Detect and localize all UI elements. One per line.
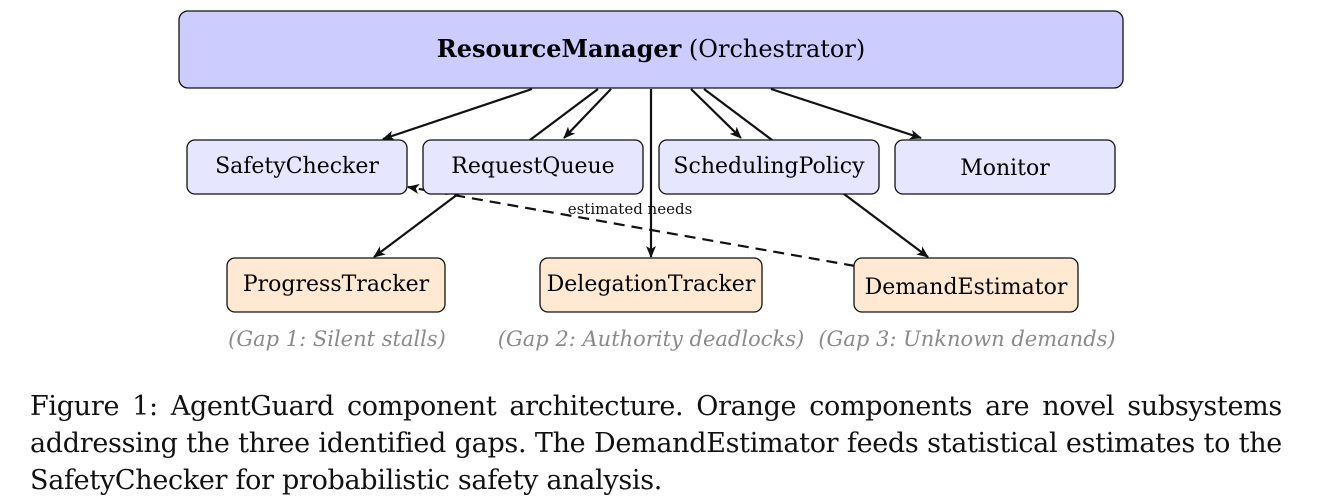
node-schedulingpolicy: SchedulingPolicy xyxy=(658,139,880,195)
node-safetychecker-label: SafetyChecker xyxy=(215,154,379,179)
node-delegationtracker-label: DelegationTracker xyxy=(547,272,756,297)
node-monitor-box xyxy=(894,139,1116,195)
node-delegationtracker: DelegationTracker xyxy=(539,257,763,313)
gap-label-2: (Gap 2: Authority deadlocks) xyxy=(498,327,804,351)
node-resourcemanager-suffix: (Orchestrator) xyxy=(681,35,865,63)
node-demandestimator-box xyxy=(853,257,1079,313)
architecture-diagram: ResourceManager (Orchestrator) SafetyChe… xyxy=(178,10,1124,351)
edge-to-schedulingpolicy xyxy=(690,88,742,139)
edge-estimated-needs xyxy=(407,183,856,268)
node-safetychecker-box xyxy=(186,139,408,195)
node-demandestimator-label: DemandEstimator xyxy=(865,275,1068,300)
edge-to-safetychecker xyxy=(382,87,533,141)
node-schedulingpolicy-label: SchedulingPolicy xyxy=(673,154,865,179)
node-progresstracker-box xyxy=(226,257,446,313)
figure-caption: Figure 1: AgentGuard component architect… xyxy=(30,391,1282,496)
node-resourcemanager-box xyxy=(178,10,1124,89)
node-resourcemanager-label: ResourceManager (Orchestrator) xyxy=(437,34,865,63)
gap-label-1: (Gap 1: Silent stalls) xyxy=(228,327,446,351)
gap-label-3: (Gap 3: Unknown demands) xyxy=(818,327,1115,351)
edge-to-requestqueue xyxy=(563,88,612,139)
node-schedulingpolicy-box xyxy=(658,139,880,195)
node-delegationtracker-box xyxy=(539,257,763,313)
edge-to-monitor xyxy=(770,87,922,140)
node-requestqueue-label: RequestQueue xyxy=(451,154,614,179)
node-resourcemanager-name: ResourceManager xyxy=(437,34,682,63)
node-progresstracker: ProgressTracker xyxy=(226,257,446,313)
edge-label-estimated-needs: estimated needs xyxy=(568,200,693,218)
node-requestqueue-box xyxy=(422,139,644,195)
node-demandestimator: DemandEstimator xyxy=(853,257,1079,313)
node-monitor: Monitor xyxy=(894,139,1116,195)
node-safetychecker: SafetyChecker xyxy=(186,139,408,195)
node-resourcemanager: ResourceManager (Orchestrator) xyxy=(178,10,1124,89)
node-progresstracker-label: ProgressTracker xyxy=(243,272,430,297)
node-monitor-label: Monitor xyxy=(960,156,1050,181)
node-requestqueue: RequestQueue xyxy=(422,139,644,195)
